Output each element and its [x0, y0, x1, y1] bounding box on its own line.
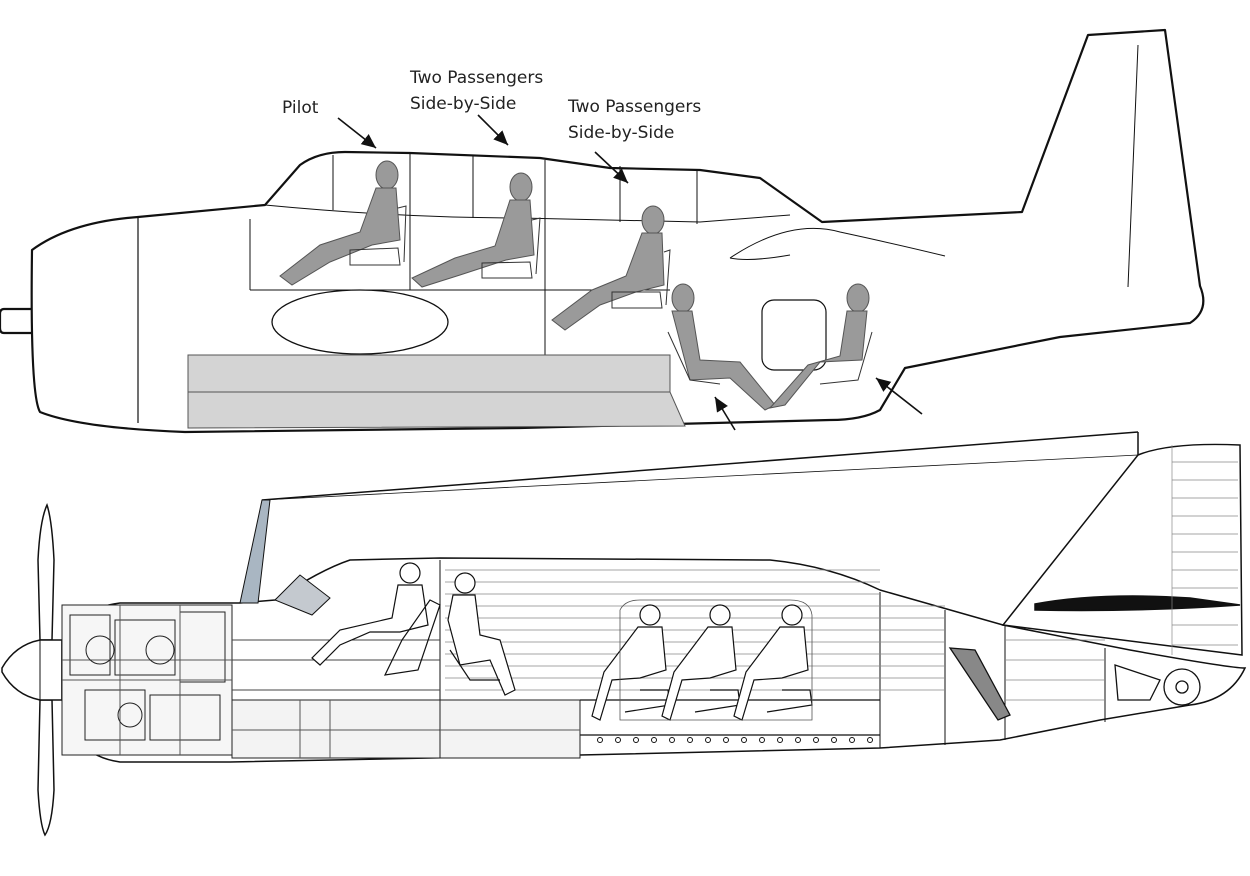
- pilot-figure: [311, 562, 441, 676]
- copilot-figure: [447, 572, 516, 696]
- engine-assembly: [61, 604, 581, 759]
- passenger-pair-2-label-line2: Side-by-Side: [568, 123, 675, 143]
- tail-landing-gear: [948, 647, 1201, 721]
- top-label-arrows: [337, 114, 923, 431]
- wing-root-fairing: [271, 289, 449, 355]
- passenger-figure-2: [661, 604, 741, 721]
- pilot-label: Pilot: [282, 98, 319, 118]
- cabin-stringers: [445, 445, 1238, 701]
- top-fuselage-outline: [30, 28, 1205, 434]
- passenger-figure-1: [591, 604, 671, 721]
- antenna-fin: [239, 499, 271, 604]
- nose-spinner-stub: [0, 307, 32, 335]
- passenger-silhouette-3: [667, 283, 776, 411]
- passenger-silhouette-4: [768, 283, 873, 409]
- top-seat-silhouettes: [279, 160, 873, 411]
- horizontal-stabilizer: [1034, 595, 1241, 612]
- passenger-pair-1-label-line1: Two Passengers: [410, 68, 544, 88]
- propeller: [1, 502, 63, 837]
- floor-rivets: [597, 737, 873, 743]
- passenger-figure-3: [733, 604, 813, 721]
- bottom-crew-figures: [311, 562, 813, 721]
- rear-cabin-window: [761, 299, 827, 371]
- passenger-pair-1-label-line2: Side-by-Side: [410, 94, 517, 114]
- passenger-pair-2-label-line1: Two Passengers: [568, 97, 702, 117]
- spinner-cone: [1, 639, 63, 701]
- passenger-silhouette-2: [551, 205, 671, 331]
- passenger-silhouette-1: [411, 172, 541, 288]
- pilot-silhouette: [279, 160, 407, 286]
- tail-fin: [1001, 443, 1243, 656]
- bottom-airframe: [61, 431, 1247, 763]
- passenger-bulkhead: [619, 599, 813, 721]
- windshield: [274, 574, 331, 616]
- top-lower-panel: [187, 354, 686, 429]
